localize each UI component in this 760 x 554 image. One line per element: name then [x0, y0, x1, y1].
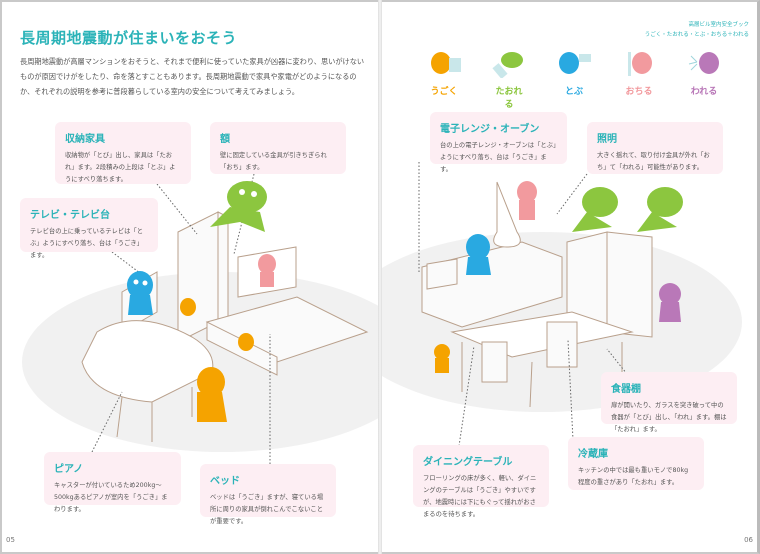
callout-text: ベッドは「うごき」ますが、寝ている場所に周りの家具が倒れこんでこないことが重要で…	[210, 494, 324, 525]
callout-piano: ピアノ キャスターが付いているため200kg〜500kgあるピアノが室内を「うご…	[44, 452, 181, 513]
callout-tv: テレビ・テレビ台 テレビ台の上に乗っているテレビは「とぶ」ようにすべり落ち、台は…	[20, 198, 158, 259]
callout-bed: ベッド ベッドは「うごき」ますが、寝ている場所に周りの家具が倒れこんでこないこと…	[200, 464, 336, 525]
right-page: 高層ビル室内安全ブック うごく・たおれる・とぶ・おちる＋われる うごく たおれる…	[382, 2, 757, 552]
page-number: 06	[744, 536, 753, 544]
callout-title: 額	[220, 134, 230, 145]
callout-title: 収納家具	[65, 134, 105, 145]
callout-text: 収納物が「とび」出し、家具は「たおれ」ます。2段積みの上段は「とぶ」ようにすべり…	[65, 152, 176, 183]
callout-title: 食器棚	[611, 384, 641, 395]
legend-label: とぶ	[564, 87, 583, 97]
action-legend: うごく たおれる とぶ おちる われる	[427, 50, 721, 110]
callout-text: フローリングの床が多く、軽い、ダイニングのテーブルは「うごき」やすいですが、地震…	[423, 475, 537, 518]
legend-label: たおれる	[495, 87, 523, 110]
page-title: 長周期地震動が住まいをおそう	[20, 29, 238, 47]
callout-text: キッチンの中では最も重いモノで80kg程度の重さがあり「たおれ」ます。	[578, 467, 689, 486]
room-illustration-left	[22, 173, 378, 464]
callout-text: 壁に固定している金具が引きちぎられ「おち」ます。	[220, 152, 327, 171]
callout-refrigerator: 冷蔵庫 キッチンの中では最も重いモノで80kg程度の重さがあり「たおれ」ます。	[568, 437, 704, 490]
gutter	[378, 0, 382, 554]
legend-drop: おちる	[622, 50, 656, 110]
callout-title: 照明	[597, 134, 617, 145]
book-title: 高層ビル室内安全ブック	[688, 22, 749, 28]
legend-fall-over: たおれる	[492, 50, 526, 110]
legend-label: うごく	[430, 87, 458, 97]
callout-lighting: 照明 大きく揺れて、取り付け金具が外れ「おち」て「われる」可能性があります。	[587, 122, 723, 174]
book-header: 高層ビル室内安全ブック うごく・たおれる・とぶ・おちる＋われる	[645, 20, 749, 40]
page-number: 05	[6, 536, 15, 544]
callout-title: 冷蔵庫	[578, 449, 608, 460]
callout-microwave: 電子レンジ・オーブン 台の上の電子レンジ・オーブンは「とぶ」ようにすべり落ち、台…	[430, 112, 567, 173]
left-page: 長周期地震動が住まいをおそう 長周期地震動が高層マンションをおそうと、それまで便…	[2, 2, 378, 552]
callout-frame: 額 壁に固定している金具が引きちぎられ「おち」ます。	[210, 122, 346, 174]
legend-move: うごく	[427, 50, 461, 110]
legend-break: われる	[687, 50, 721, 110]
callout-storage-furniture: 収納家具 収納物が「とび」出し、家具は「たおれ」ます。2段積みの上段は「とぶ」よ…	[55, 122, 191, 184]
legend-label: おちる	[625, 87, 653, 97]
callout-text: 台の上の電子レンジ・オーブンは「とぶ」ようにすべり落ち、台は「うごき」ます。	[440, 142, 557, 173]
callout-text: 扉が開いたり、ガラスを突き破って中の食器が「とび」出し、「われ」ます。棚は「たお…	[611, 402, 727, 433]
legend-label: われる	[690, 87, 718, 97]
intro-text: 長周期地震動が高層マンションをおそうと、それまで便利に使っていた家具が凶器に変わ…	[20, 57, 365, 96]
callout-title: ピアノ	[54, 464, 84, 475]
callout-cupboard: 食器棚 扉が開いたり、ガラスを突き破って中の食器が「とび」出し、「われ」ます。棚…	[601, 372, 737, 433]
callout-title: ダイニングテーブル	[423, 457, 513, 468]
callout-title: ベッド	[210, 476, 240, 487]
callout-text: キャスターが付いているため200kg〜500kgあるピアノが室内を「うごき」まわ…	[54, 482, 168, 513]
callout-title: 電子レンジ・オーブン	[440, 124, 540, 135]
callout-text: テレビ台の上に乗っているテレビは「とぶ」ようにすべり落ち、台は「うごき」ます。	[30, 228, 144, 259]
room-illustration-right	[382, 162, 742, 447]
book-subtitle: うごく・たおれる・とぶ・おちる＋われる	[644, 32, 749, 38]
legend-fly: とぶ	[557, 50, 591, 110]
monster-green	[210, 181, 267, 232]
callout-dining-table: ダイニングテーブル フローリングの床が多く、軽い、ダイニングのテーブルは「うごき…	[413, 445, 549, 518]
callout-title: テレビ・テレビ台	[30, 210, 110, 221]
callout-text: 大きく揺れて、取り付け金具が外れ「おち」て「われる」可能性があります。	[597, 152, 710, 171]
